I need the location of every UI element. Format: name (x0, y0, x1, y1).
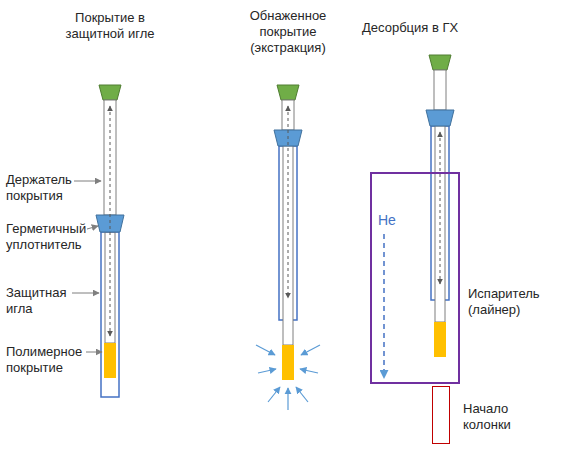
analyte-arrows (256, 345, 320, 410)
travel-arrow (440, 132, 441, 284)
liner-box: Испаритель (лайнер) (370, 172, 460, 384)
analyte-arrow (256, 345, 275, 355)
analyte-arrow (296, 387, 308, 402)
fiber-exposed (256, 85, 320, 410)
stage-heading: Покрытие в защитной игле (52, 10, 168, 42)
part-label: Герметичный уплотнитель (6, 221, 90, 253)
plunger-cap (99, 85, 121, 100)
polymer-coating (104, 343, 116, 378)
carrier-gas-arrow (383, 234, 385, 378)
analyte-arrow (258, 369, 276, 373)
gas-label: He (378, 212, 408, 228)
part-label: Полимерное покрытие (6, 344, 90, 376)
travel-arrow (288, 106, 289, 298)
leader-lines (72, 181, 102, 352)
part-label: Защитная игла (6, 285, 84, 317)
plunger-cap (277, 85, 299, 100)
column-start: Начало колонки (432, 386, 450, 444)
septum-seal (426, 110, 454, 126)
node-label: Начало колонки (463, 401, 545, 433)
plunger-cap (429, 55, 451, 70)
leader-line (86, 352, 102, 353)
analyte-arrow (287, 388, 288, 410)
polymer-coating (434, 322, 446, 357)
stage-heading: Десорбция в ГХ (362, 20, 502, 36)
stage-heading: Обнаженное покрытие (экстракция) (240, 8, 336, 56)
part-label: Держатель покрытия (6, 172, 84, 204)
septum-seal (96, 215, 124, 232)
polymer-coating (282, 345, 294, 380)
node-label: Испаритель (лайнер) (468, 286, 560, 318)
fiber-holder (435, 126, 445, 322)
analyte-arrow (301, 345, 320, 355)
travel-arrow (110, 106, 111, 336)
leader-line (72, 293, 99, 294)
analyte-arrow (268, 387, 280, 402)
fiber-retracted (96, 85, 124, 397)
leader-line (87, 226, 98, 229)
analyte-arrow (300, 369, 318, 373)
fiber-holder (434, 70, 446, 110)
leader-line (74, 181, 101, 182)
